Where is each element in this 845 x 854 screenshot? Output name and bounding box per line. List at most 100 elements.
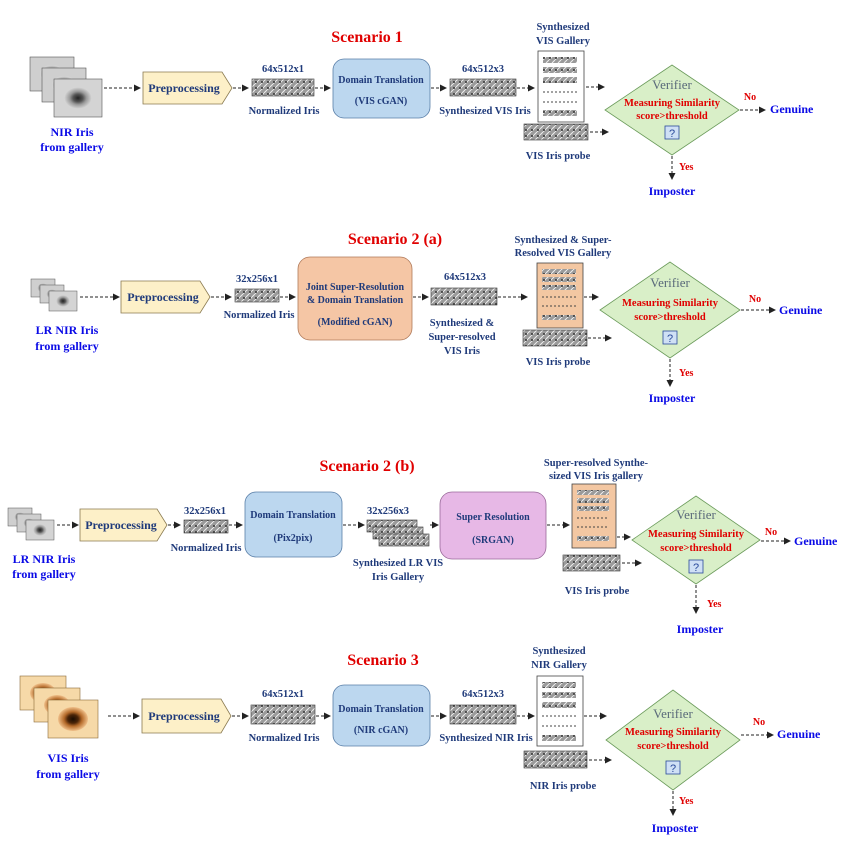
box-label: (NIR cGAN) bbox=[354, 725, 408, 736]
genuine-label: Genuine bbox=[794, 534, 838, 548]
gallery-label: Synthesized bbox=[532, 646, 585, 657]
iris-strip-icon bbox=[234, 288, 280, 303]
gallery-label: Synthesized & Super- bbox=[514, 235, 612, 246]
box-label: Joint Super-Resolution bbox=[306, 282, 405, 293]
input-label: LR NIR Iris bbox=[36, 323, 99, 337]
box-label: & Domain Translation bbox=[307, 295, 404, 306]
verifier-label: Verifier bbox=[650, 275, 690, 290]
no-label: No bbox=[749, 294, 761, 305]
input-label: from gallery bbox=[12, 567, 75, 581]
translation-box bbox=[244, 491, 343, 558]
scenario-3-title: Scenario 3 bbox=[347, 652, 419, 669]
verifier-diamond bbox=[631, 495, 761, 585]
preprocessing-box bbox=[142, 71, 233, 105]
iris-strip-icon bbox=[523, 750, 588, 769]
verifier-label: Verifier bbox=[653, 706, 693, 721]
eye-stack-icon bbox=[30, 278, 78, 312]
eye-stack-icon bbox=[29, 56, 103, 118]
synth-label: Synthesized & bbox=[430, 318, 495, 329]
dim-label: 32x256x1 bbox=[236, 274, 278, 285]
probe-label: VIS Iris probe bbox=[565, 586, 630, 597]
measure-label: Measuring Similarity bbox=[622, 298, 719, 309]
yes-label: Yes bbox=[679, 368, 694, 379]
iris-strip-icon bbox=[523, 123, 589, 141]
dim-label: 64x512x1 bbox=[262, 64, 304, 75]
translation-box bbox=[332, 684, 431, 747]
measure-label: Measuring Similarity bbox=[624, 98, 721, 109]
dim-label: 32x256x1 bbox=[184, 506, 226, 517]
gallery-doc-icon bbox=[571, 483, 617, 549]
question-mark-icon: ? bbox=[693, 562, 699, 574]
preprocessing-box bbox=[120, 280, 211, 314]
preprocessing-box bbox=[141, 698, 232, 734]
gallery-label: sized VIS Iris gallery bbox=[549, 471, 644, 482]
gallery-doc-icon bbox=[536, 675, 584, 747]
scenario-2b-title: Scenario 2 (b) bbox=[319, 458, 414, 475]
preprocessing-label: Preprocessing bbox=[148, 709, 220, 723]
verifier-label: Verifier bbox=[676, 507, 716, 522]
scenario-3: Scenario 3 VIS Iris from gallery Preproc… bbox=[19, 646, 821, 835]
gallery-label: Super-resolved Synthe- bbox=[544, 458, 649, 469]
super-resolution-box bbox=[439, 491, 547, 560]
synth-label: VIS Iris bbox=[444, 346, 480, 357]
scenario-1-title: Scenario 1 bbox=[331, 29, 403, 46]
box-label: Domain Translation bbox=[250, 510, 336, 521]
dim-label: 64x512x3 bbox=[462, 64, 504, 75]
normalized-iris-label: Normalized Iris bbox=[171, 543, 242, 554]
scenario-2b: Scenario 2 (b) LR NIR Iris from gallery … bbox=[7, 458, 838, 636]
preprocessing-label: Preprocessing bbox=[148, 81, 220, 95]
no-label: No bbox=[744, 92, 756, 103]
genuine-label: Genuine bbox=[777, 727, 821, 741]
box-label: (Pix2pix) bbox=[274, 533, 313, 544]
probe-label: VIS Iris probe bbox=[526, 151, 591, 162]
yes-label: Yes bbox=[707, 599, 722, 610]
measure-label: score>threshold bbox=[660, 543, 732, 554]
input-label: from gallery bbox=[35, 339, 98, 353]
synth-label: Super-resolved bbox=[428, 332, 495, 343]
question-box-icon bbox=[664, 125, 680, 140]
gallery-doc-icon bbox=[536, 262, 584, 329]
question-mark-icon: ? bbox=[670, 763, 676, 775]
preprocessing-box bbox=[79, 508, 168, 542]
measure-label: Measuring Similarity bbox=[625, 727, 722, 738]
box-label: (SRGAN) bbox=[472, 535, 514, 546]
eye-stack-icon bbox=[19, 675, 99, 739]
normalized-iris-label: Normalized Iris bbox=[249, 106, 320, 117]
probe-label: VIS Iris probe bbox=[526, 357, 591, 368]
scenario-1: Scenario 1 NIR Iris from gallery Preproc… bbox=[29, 22, 814, 198]
input-label: from gallery bbox=[40, 140, 103, 154]
gallery-label: VIS Gallery bbox=[536, 36, 591, 47]
yes-label: Yes bbox=[679, 162, 694, 173]
imposter-label: Imposter bbox=[649, 184, 696, 198]
question-mark-icon: ? bbox=[667, 333, 673, 345]
preprocessing-label: Preprocessing bbox=[85, 518, 157, 532]
eye-stack-icon bbox=[7, 507, 55, 541]
normalized-iris-label: Normalized Iris bbox=[224, 310, 295, 321]
input-label: VIS Iris bbox=[47, 751, 88, 765]
synth-label: Synthesized LR VIS bbox=[353, 558, 443, 569]
input-label: from gallery bbox=[36, 767, 99, 781]
imposter-label: Imposter bbox=[677, 622, 724, 636]
box-label: (VIS cGAN) bbox=[355, 96, 408, 107]
scenario-2a-title: Scenario 2 (a) bbox=[348, 231, 442, 248]
genuine-label: Genuine bbox=[779, 303, 823, 317]
measure-label: score>threshold bbox=[634, 312, 706, 323]
input-label: NIR Iris bbox=[50, 125, 93, 139]
dim-label: 64x512x1 bbox=[262, 689, 304, 700]
iris-strip-icon bbox=[449, 78, 517, 97]
box-label: Domain Translation bbox=[338, 75, 424, 86]
box-label: Domain Translation bbox=[338, 704, 424, 715]
synth-label: Synthesized NIR Iris bbox=[439, 733, 532, 744]
yes-label: Yes bbox=[679, 796, 694, 807]
joint-translation-box bbox=[297, 256, 413, 341]
imposter-label: Imposter bbox=[649, 391, 696, 405]
iris-strip-icon bbox=[430, 287, 498, 306]
box-label: Super Resolution bbox=[456, 512, 530, 523]
iris-strip-icon bbox=[250, 704, 316, 725]
dim-label: 32x256x3 bbox=[367, 506, 409, 517]
iris-strip-icon bbox=[522, 329, 588, 347]
verifier-diamond bbox=[605, 689, 741, 791]
genuine-label: Genuine bbox=[770, 102, 814, 116]
dim-label: 64x512x3 bbox=[462, 689, 504, 700]
